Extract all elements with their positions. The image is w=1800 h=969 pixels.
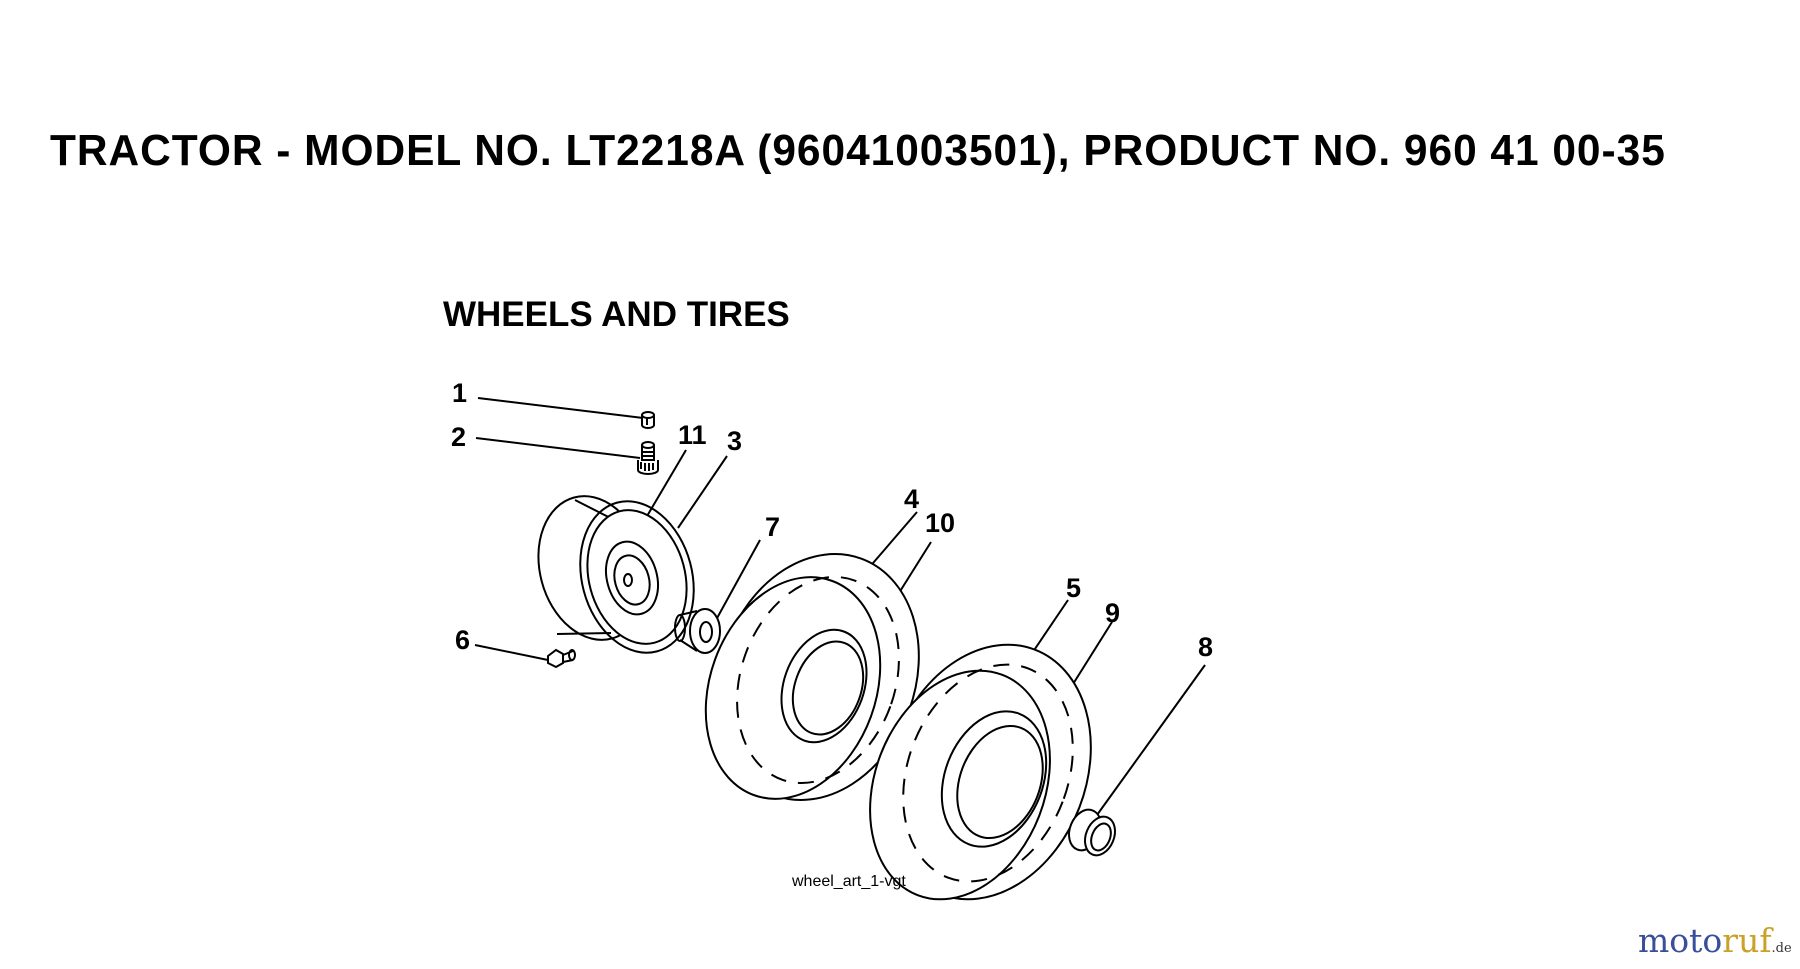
flange-bushing-part	[674, 608, 721, 654]
rear-tire-part	[869, 643, 1092, 901]
leader-line-3	[677, 455, 728, 529]
valve-cap-part	[641, 411, 655, 429]
callout-6: 6	[455, 625, 471, 655]
rim-part	[537, 495, 695, 654]
callout-4: 4	[904, 484, 920, 514]
valve-stem-part	[637, 441, 659, 475]
callout-1: 1	[452, 378, 468, 408]
page-title: TRACTOR - MODEL NO. LT2218A (96041003501…	[50, 126, 1666, 175]
art-code-label: wheel_art_1-vgt	[792, 873, 906, 890]
callout-7: 7	[765, 512, 781, 542]
bearing-cap-part	[1068, 808, 1116, 857]
leader-line-1	[477, 397, 644, 419]
leader-line-2	[475, 437, 641, 459]
leader-line-7	[715, 539, 761, 621]
section-title: WHEELS AND TIRES	[443, 295, 790, 334]
callout-10: 10	[925, 508, 956, 538]
callout-2: 2	[451, 422, 467, 452]
callout-5: 5	[1066, 573, 1082, 603]
front-tire-part	[704, 553, 920, 801]
grease-fitting-part	[547, 648, 576, 669]
motoruf-watermark-logo[interactable]: motoruf.de	[1638, 921, 1792, 960]
leader-line-6	[474, 644, 549, 661]
callout-9: 9	[1105, 598, 1121, 628]
callout-11: 11	[678, 420, 707, 450]
watermark-tld: .de	[1771, 941, 1792, 956]
callout-3: 3	[727, 426, 743, 456]
callout-8: 8	[1198, 632, 1214, 662]
leader-line-8	[1096, 664, 1206, 816]
